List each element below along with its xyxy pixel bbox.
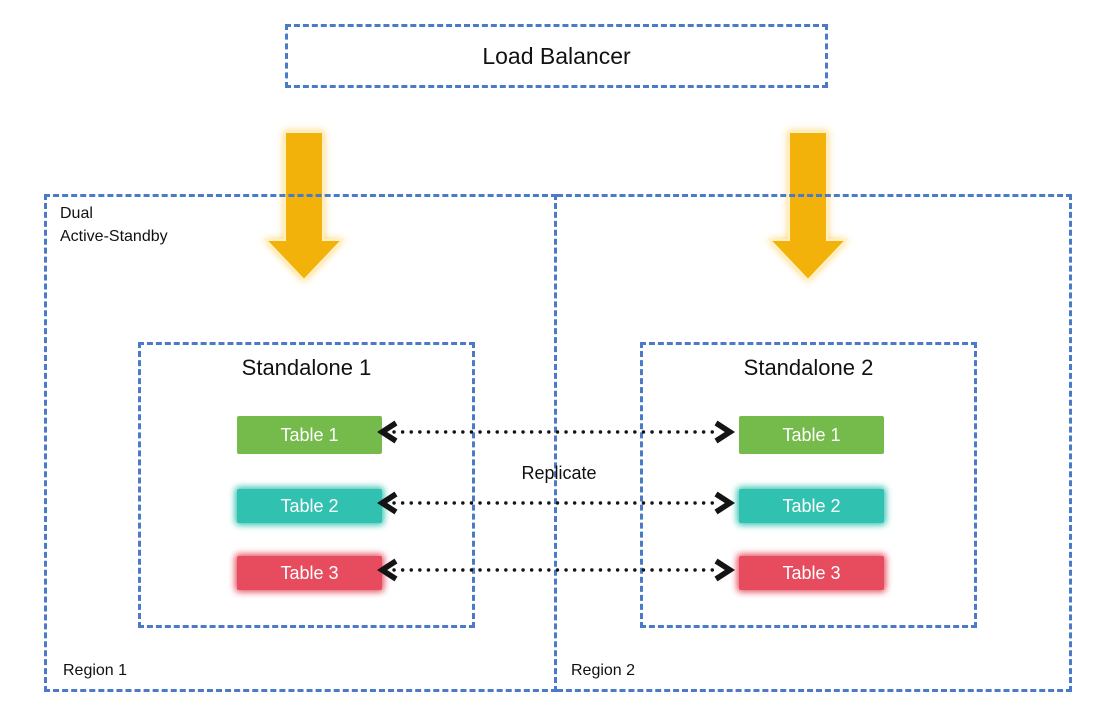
arrowhead-left-icon <box>377 558 398 582</box>
dual-active-standby-line2: Active-Standby <box>60 228 168 245</box>
standalone-2-title: Standalone 2 <box>743 355 874 380</box>
replicate-arrow-table-1 <box>377 420 735 444</box>
replicate-arrow-table-3 <box>377 558 735 582</box>
arrowhead-left-icon <box>377 420 398 444</box>
arrowhead-right-icon <box>714 558 735 582</box>
table-1-chip: Table 1 <box>237 416 382 454</box>
region-2-label: Region 2 <box>571 662 636 679</box>
down-arrow-icon <box>264 131 344 282</box>
arrowhead-left-icon <box>377 491 398 515</box>
region-2-box: Region 2 <box>557 194 1072 692</box>
replicate-label: Replicate <box>521 463 597 483</box>
down-arrow-icon <box>768 131 848 282</box>
table-3-chip: Table 3 <box>237 556 382 590</box>
down-arrow-shape <box>768 131 848 282</box>
arrowhead-right-icon <box>714 491 735 515</box>
arrowhead-right-icon <box>714 420 735 444</box>
load-balancer-box: Load Balancer <box>285 24 828 88</box>
table-2-chip: Table 2 <box>739 489 884 523</box>
down-arrow-shape <box>264 131 344 282</box>
table-2-chip: Table 2 <box>237 489 382 523</box>
region-1-label: Region 1 <box>63 662 128 679</box>
dual-active-standby-line1: Dual <box>60 205 93 222</box>
table-1-chip: Table 1 <box>739 416 884 454</box>
standalone-1-box: Standalone 1 Table 1 Table 2 Table 3 <box>138 342 475 628</box>
standalone-2-box: Standalone 2 Table 1 Table 2 Table 3 <box>640 342 977 628</box>
standalone-1-title: Standalone 1 <box>241 355 372 380</box>
load-balancer-label: Load Balancer <box>482 42 631 69</box>
region-1-box: Dual Active-Standby Region 1 <box>44 194 557 692</box>
dual-active-standby-label: Dual Active-Standby <box>60 202 168 248</box>
replicate-arrow-table-2 <box>377 491 735 515</box>
table-3-chip: Table 3 <box>739 556 884 590</box>
